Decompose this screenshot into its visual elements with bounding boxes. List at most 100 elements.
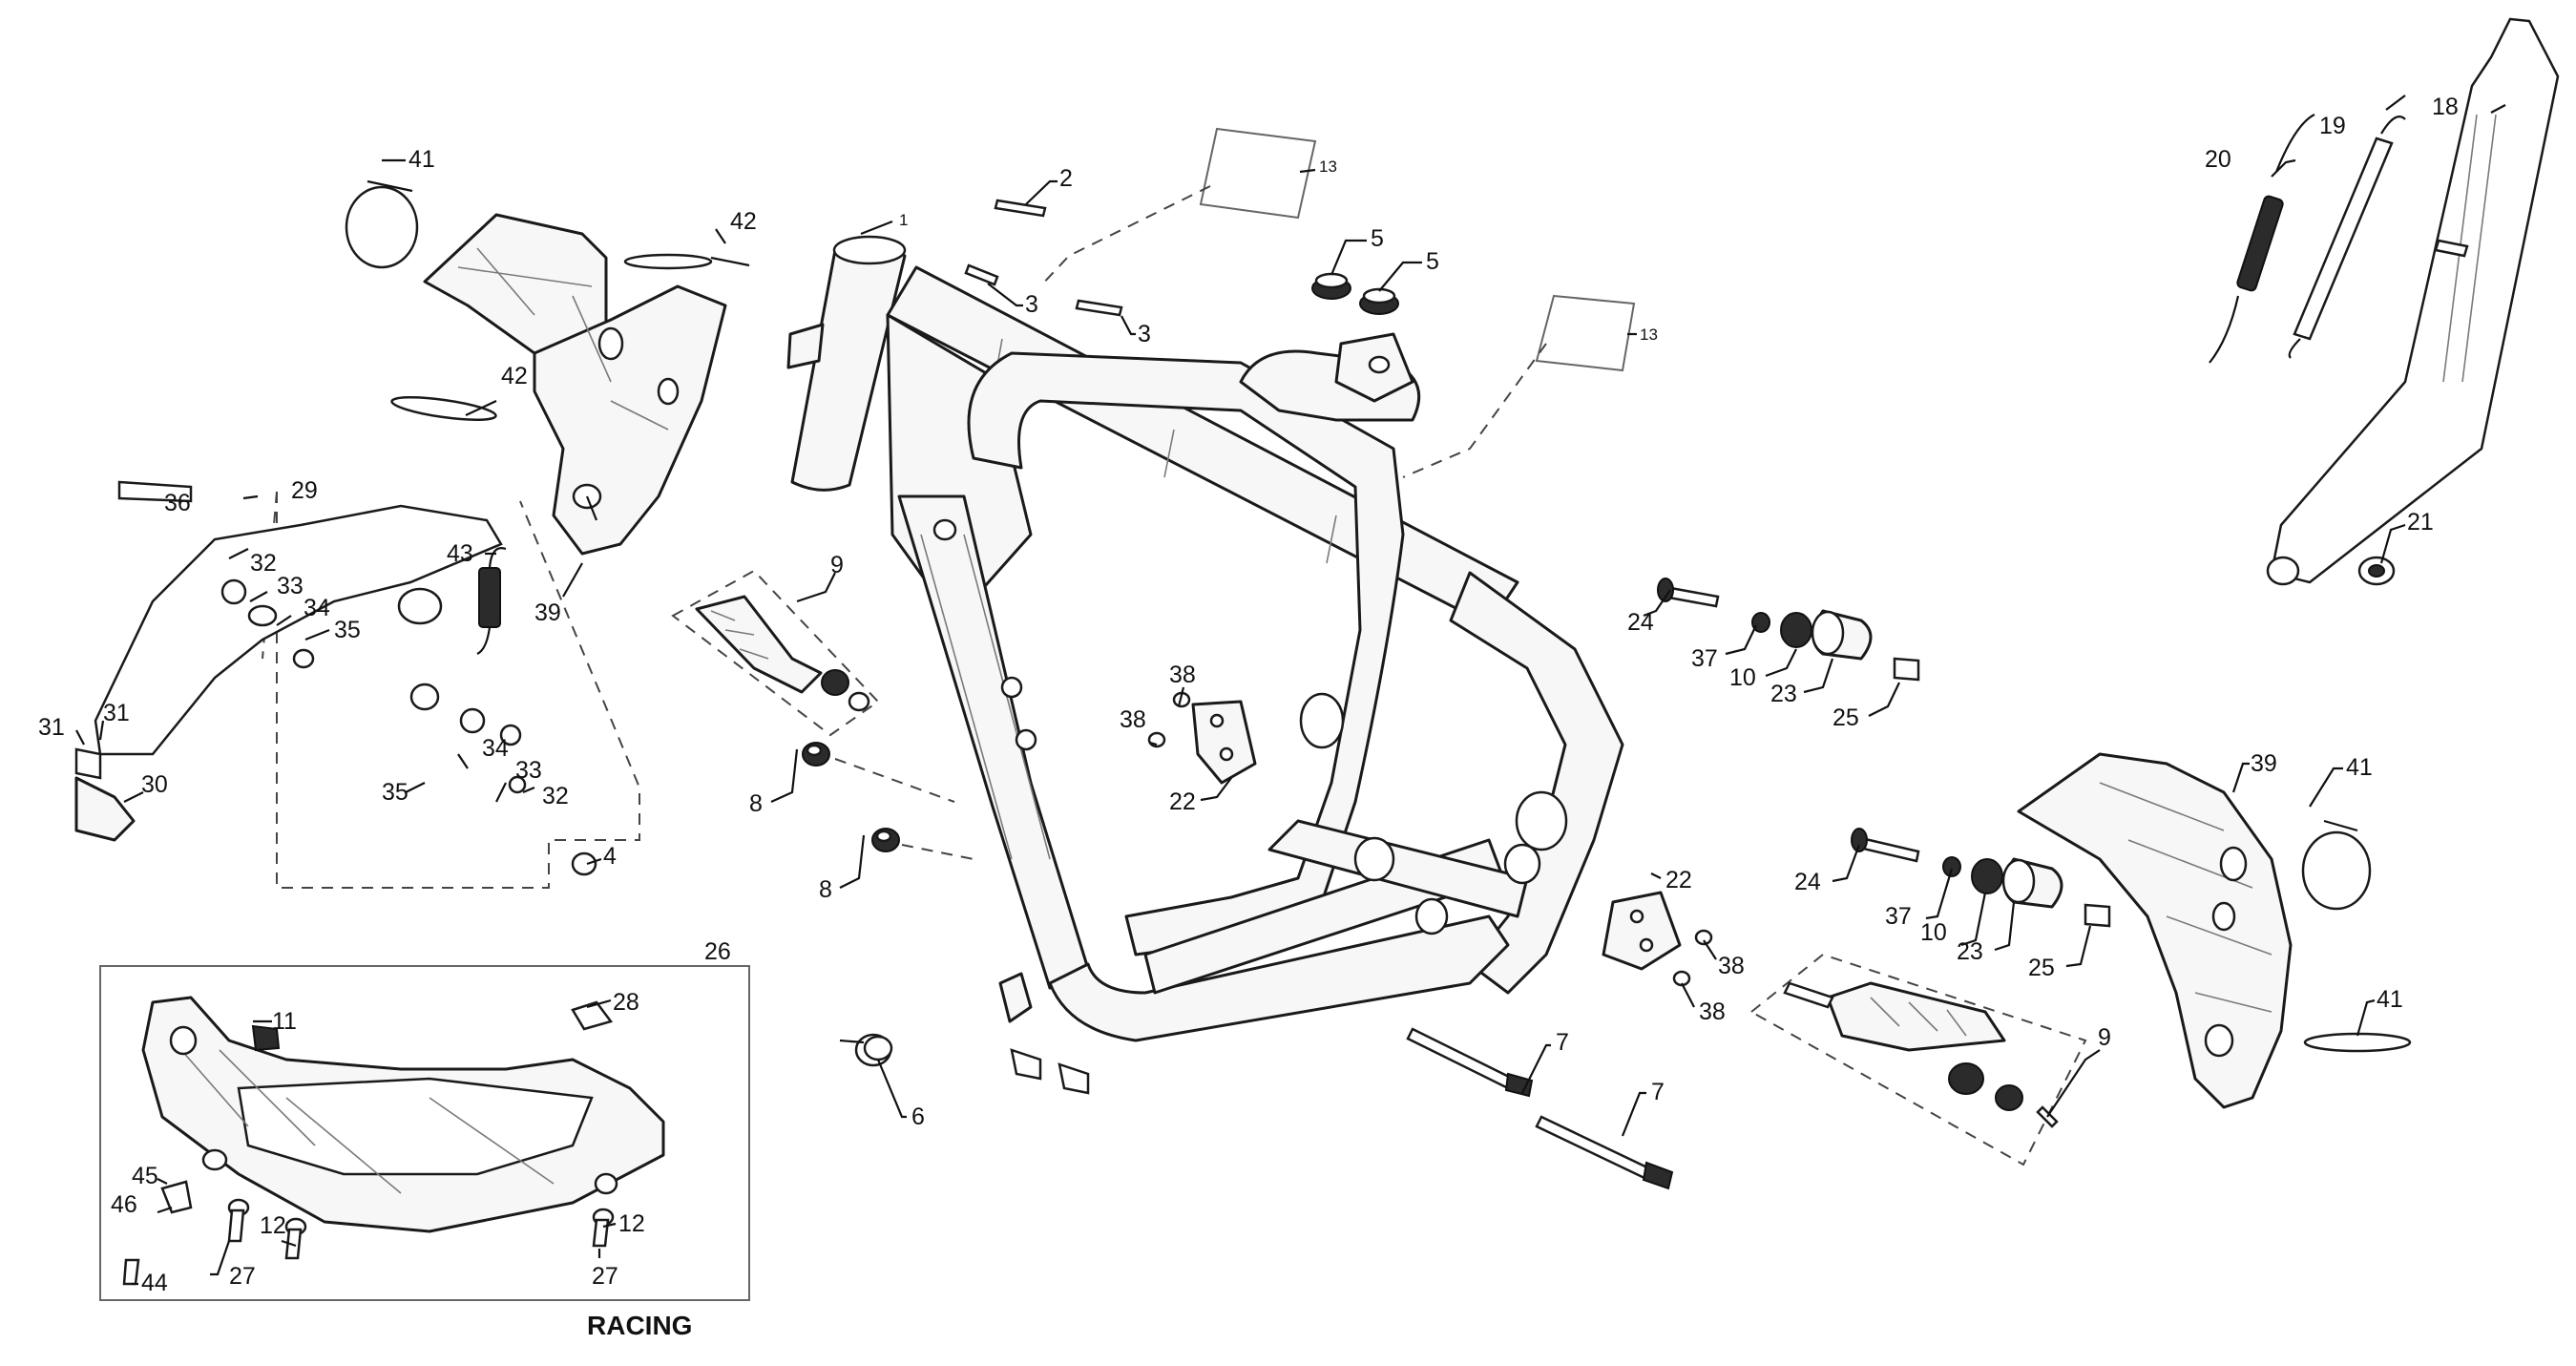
cable-tie-41-lower [2303, 1032, 2412, 1053]
callout-34a: 34 [304, 595, 330, 621]
callout-25a: 25 [1833, 704, 1859, 731]
racing-skid-plate-panel [99, 965, 750, 1301]
callout-41a: 41 [408, 146, 435, 173]
callout-12a: 12 [260, 1212, 286, 1239]
callout-32a: 32 [250, 550, 277, 577]
callout-32b: 32 [542, 783, 569, 809]
callout-6: 6 [911, 1103, 925, 1130]
callout-46: 46 [111, 1191, 137, 1218]
callout-25b: 25 [2028, 955, 2055, 981]
bracket-22-right [1602, 891, 1682, 971]
callout-37a: 37 [1691, 645, 1718, 672]
side-stand-18 [2266, 17, 2560, 586]
bracket-22-left [1191, 700, 1257, 785]
main-frame [786, 235, 1624, 1042]
footrest-9-right [1749, 953, 2087, 1166]
label-sticker-top [1199, 127, 1317, 220]
brake-pedal-group-29 [74, 480, 640, 889]
callout-3a: 3 [1025, 291, 1038, 318]
grommet-5b [1359, 287, 1399, 315]
callout-5a: 5 [1371, 225, 1384, 252]
callout-18: 18 [2432, 94, 2459, 120]
callout-30: 30 [141, 771, 168, 798]
stand-rod-19 [2288, 116, 2406, 359]
callout-29: 29 [291, 477, 318, 504]
callout-11: 11 [272, 1008, 297, 1035]
callout-35a: 35 [334, 617, 361, 643]
callout-28: 28 [613, 989, 639, 1016]
stand-spring-20 [2209, 114, 2315, 364]
bolt-7b [1535, 1115, 1674, 1190]
frame-pin-3b [1075, 299, 1123, 317]
callout-10b: 10 [1920, 919, 1947, 946]
callout-38c: 38 [1718, 953, 1745, 979]
leader-lines [75, 95, 2506, 1286]
bushing-21 [2357, 556, 2396, 586]
callout-8a: 8 [749, 790, 763, 817]
grommet-5a [1311, 272, 1351, 300]
callout-42b: 42 [501, 363, 528, 389]
callout-41c: 41 [2377, 986, 2403, 1013]
callout-21: 21 [2407, 509, 2434, 536]
callout-23b: 23 [1957, 938, 1983, 965]
callout-38b: 38 [1120, 706, 1146, 733]
pivot-kit-lower [1851, 828, 2111, 928]
callout-31a: 31 [38, 714, 65, 741]
racing-caption: RACING [587, 1311, 692, 1340]
callout-5b: 5 [1426, 248, 1439, 275]
callout-1: 1 [899, 211, 908, 229]
callout-33b: 33 [515, 757, 542, 784]
callout-33a: 33 [277, 573, 304, 599]
callout-22b: 22 [1665, 867, 1692, 893]
callout-numbers: 1 2 3 3 5 5 13 13 41 42 42 43 39 9 8 8 6… [38, 94, 2459, 1340]
frame-pin-2 [994, 199, 1047, 218]
screws-38 [1147, 691, 1713, 987]
callout-7b: 7 [1651, 1079, 1665, 1105]
callout-36: 36 [164, 490, 191, 516]
callout-37b: 37 [1885, 903, 1912, 930]
callout-39a: 39 [534, 599, 561, 626]
callout-38a: 38 [1169, 662, 1196, 688]
cable-tie-41-right [2301, 819, 2372, 911]
callout-27b: 27 [592, 1263, 618, 1290]
frame-pin-3a [964, 263, 999, 286]
frame-guard-39-right [2017, 752, 2293, 1109]
callout-9a: 9 [830, 552, 844, 578]
callout-3b: 3 [1138, 321, 1151, 347]
callout-22a: 22 [1169, 788, 1196, 815]
callout-13b: 13 [1640, 326, 1658, 344]
pivot-kit-upper [1657, 578, 1920, 682]
callout-35b: 35 [382, 779, 408, 806]
callout-44: 44 [141, 1270, 168, 1296]
spring-43 [476, 547, 507, 655]
callout-4: 4 [603, 843, 617, 870]
callout-27a: 27 [229, 1263, 256, 1290]
callout-34b: 34 [482, 735, 509, 762]
callout-2: 2 [1059, 165, 1073, 192]
callout-9b: 9 [2098, 1024, 2111, 1051]
cable-tie-42-upper [623, 253, 750, 270]
footrest-9-left [671, 569, 880, 737]
callout-24b: 24 [1794, 869, 1821, 895]
callout-39b: 39 [2251, 750, 2277, 777]
callout-12b: 12 [618, 1210, 645, 1237]
nut-8b [871, 828, 900, 852]
nut-8a [802, 742, 830, 767]
callout-7a: 7 [1556, 1029, 1569, 1056]
frame-guard-39-left [423, 213, 727, 556]
callout-41b: 41 [2346, 754, 2373, 781]
callout-8b: 8 [819, 876, 832, 903]
callout-43: 43 [447, 540, 473, 567]
callout-42a: 42 [730, 208, 757, 235]
callout-31b: 31 [103, 700, 130, 726]
callout-26: 26 [704, 938, 731, 965]
callout-38d: 38 [1699, 998, 1726, 1025]
callout-20: 20 [2205, 146, 2231, 173]
bolt-7a [1406, 1027, 1534, 1098]
callout-23a: 23 [1770, 681, 1797, 707]
callout-45: 45 [132, 1163, 158, 1189]
callout-10a: 10 [1729, 664, 1756, 691]
spring-6 [839, 1033, 893, 1067]
label-sticker-right [1535, 294, 1636, 372]
